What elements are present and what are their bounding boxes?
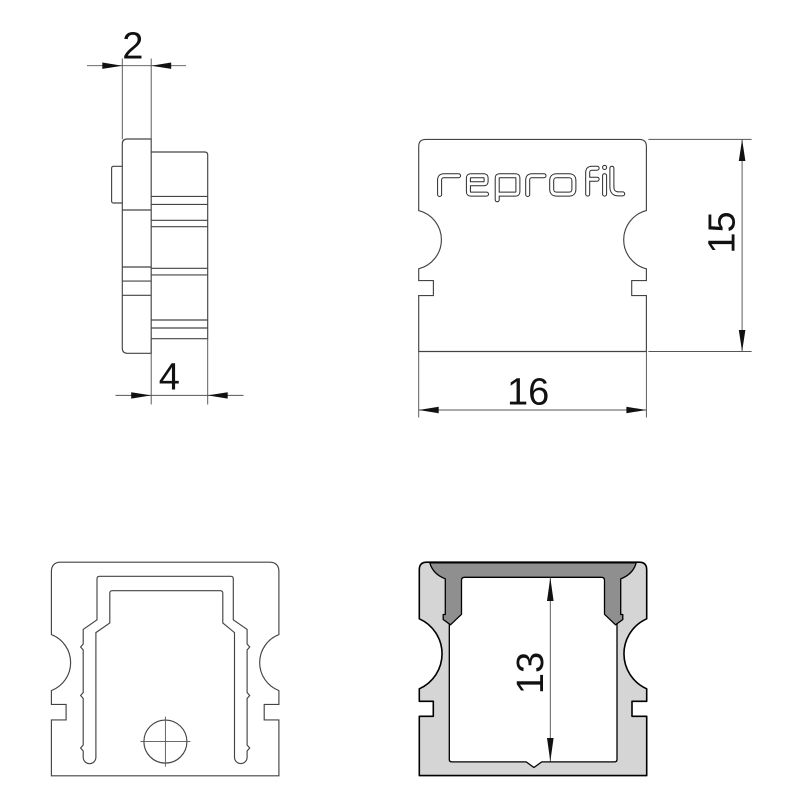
svg-text:4: 4 <box>159 356 180 398</box>
svg-text:16: 16 <box>507 371 549 413</box>
svg-text:15: 15 <box>702 211 744 253</box>
svg-text:13: 13 <box>510 652 552 694</box>
svg-text:2: 2 <box>122 26 143 68</box>
